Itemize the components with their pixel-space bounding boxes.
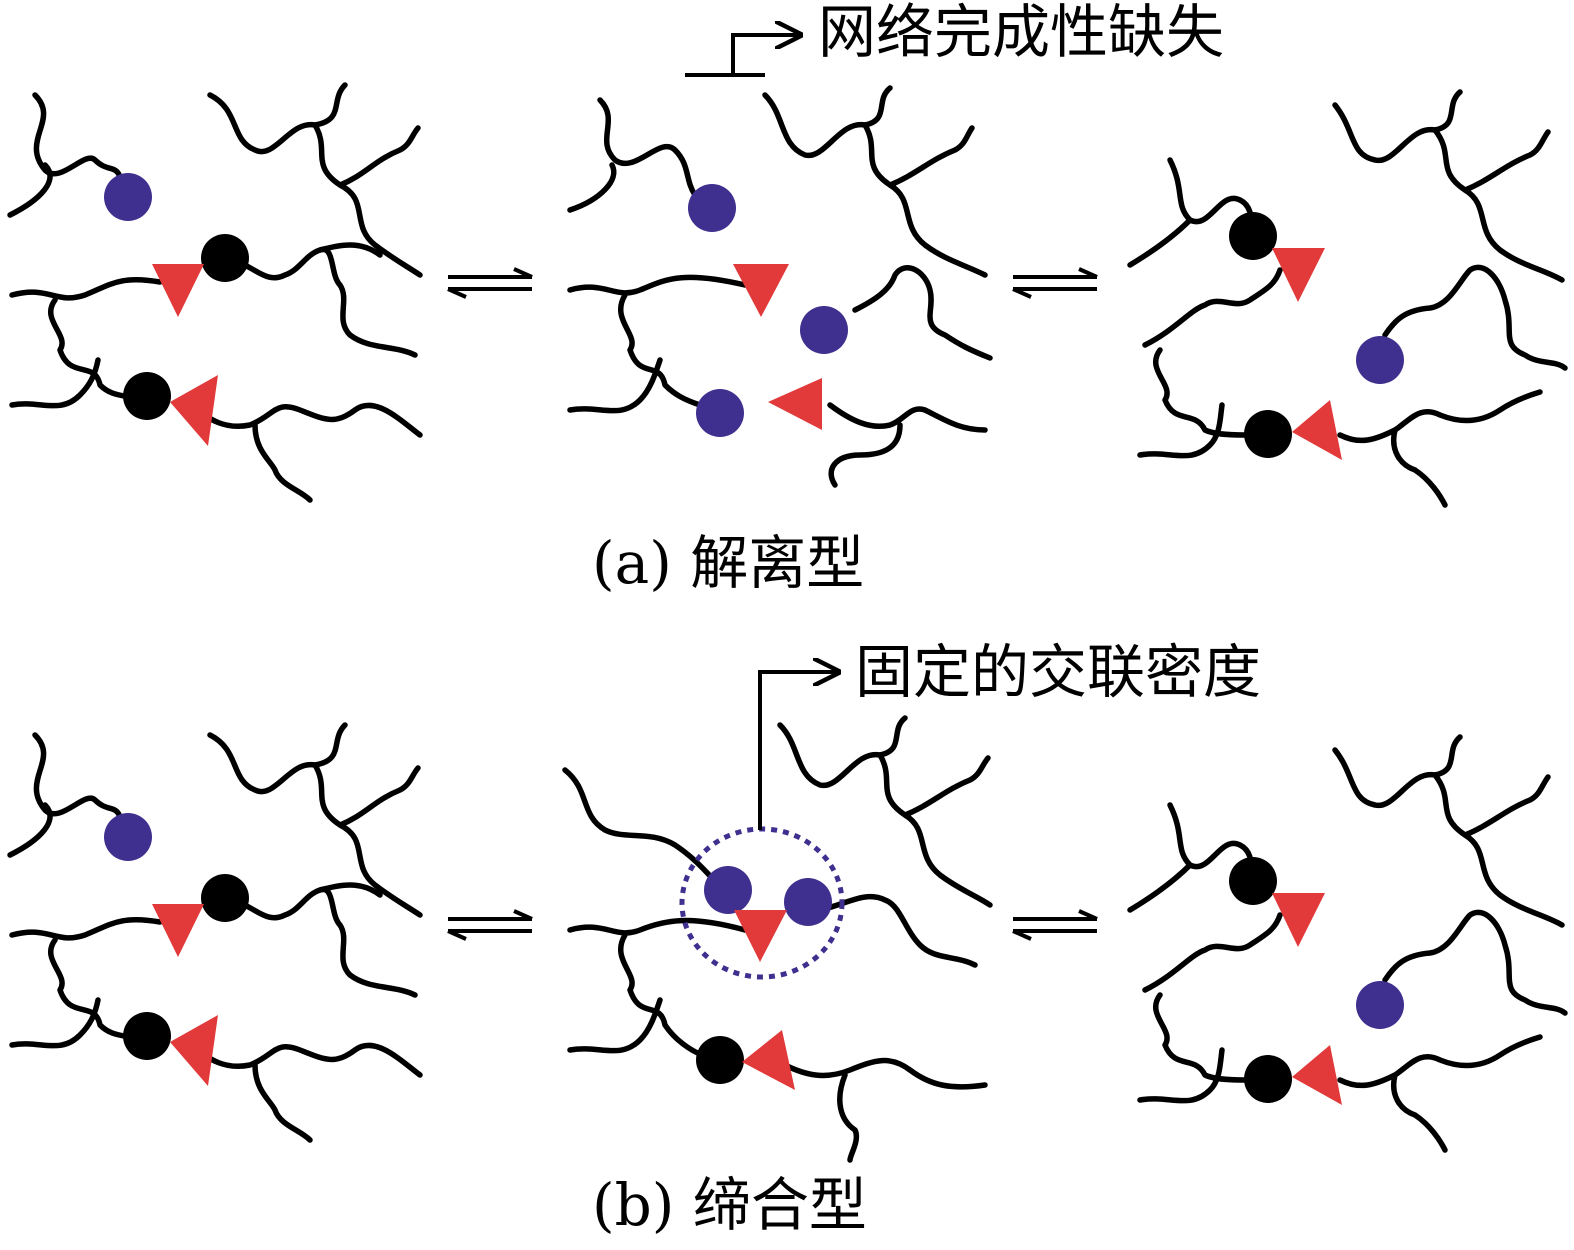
network-rearranged-a <box>1130 92 1565 505</box>
panel-a: 网络完成性缺失 (a) 解离型 <box>10 0 1565 597</box>
caption-b: (b) 缔合型 <box>592 1171 867 1239</box>
equilibrium-arrow-a2 <box>1011 267 1099 299</box>
caption-a: (a) 解离型 <box>592 529 864 597</box>
panel-b: 固定的交联密度 (b) 缔合型 <box>10 638 1565 1239</box>
annotation-b: 固定的交联密度 <box>855 638 1261 706</box>
equilibrium-arrow-a1 <box>446 267 534 299</box>
annotation-pointer-a <box>685 35 800 77</box>
annotation-a: 网络完成性缺失 <box>818 0 1224 66</box>
network-bonded-a <box>10 85 420 500</box>
equilibrium-arrow-b2 <box>1011 909 1099 941</box>
annotation-pointer-b <box>758 672 838 830</box>
network-associating <box>565 718 990 1160</box>
network-rearranged-b <box>1130 737 1565 1150</box>
network-bonded-b <box>10 725 420 1140</box>
network-dissociated <box>570 88 990 485</box>
equilibrium-arrow-b1 <box>446 909 534 941</box>
